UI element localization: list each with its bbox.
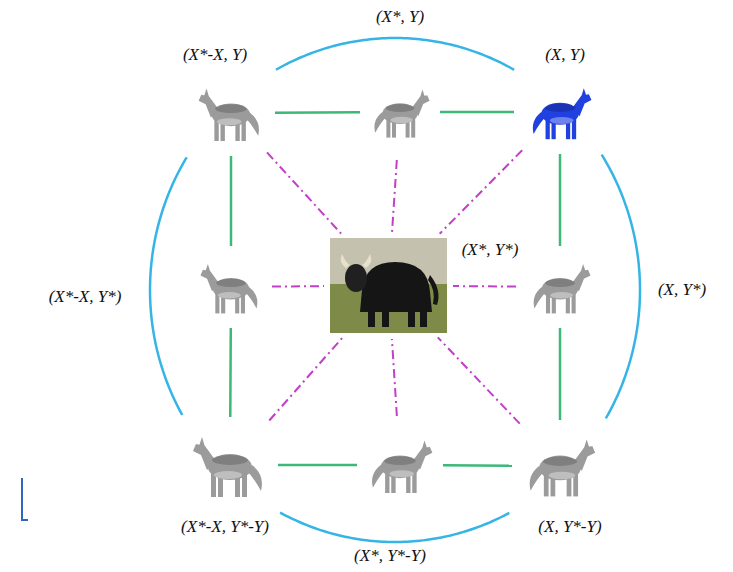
wolf bbox=[193, 437, 262, 497]
position-label: (X*, Y*-Y) bbox=[352, 546, 428, 566]
encircle-arc bbox=[150, 157, 187, 415]
fragment-mark bbox=[22, 478, 28, 520]
wolf-node: (X, Y) bbox=[522, 78, 598, 146]
yak-picture bbox=[330, 238, 447, 333]
neighbor-line bbox=[275, 111, 360, 114]
wolf-node: (X*, Y*-Y) bbox=[365, 422, 435, 508]
attack-line bbox=[267, 152, 341, 233]
yak-leg bbox=[382, 307, 389, 327]
prey-node: (X*, Y*) bbox=[330, 238, 447, 333]
encircle-arc bbox=[280, 513, 509, 542]
yak-body bbox=[360, 262, 432, 312]
wolf bbox=[534, 264, 591, 314]
wolf bbox=[199, 89, 259, 142]
wolf bbox=[200, 264, 257, 314]
position-label: (X*-X, Y*) bbox=[47, 287, 124, 307]
attack-line bbox=[269, 337, 342, 420]
position-label: (X*-X, Y) bbox=[181, 45, 249, 65]
neighbor-line bbox=[229, 328, 232, 417]
yak-horns bbox=[341, 254, 372, 268]
attack-line bbox=[392, 339, 397, 416]
encircle-arc bbox=[602, 155, 640, 419]
wolf bbox=[372, 441, 432, 494]
yak-leg bbox=[368, 305, 375, 327]
neighbor-line bbox=[278, 464, 357, 467]
leader-wolf bbox=[533, 88, 592, 139]
position-label: (X*, Y) bbox=[374, 7, 426, 27]
wolf bbox=[199, 89, 259, 142]
wolf-node: (X, Y*) bbox=[522, 254, 598, 320]
position-label: (X, Y*) bbox=[656, 280, 708, 300]
wolf-node: (X*-X, Y*) bbox=[196, 254, 266, 320]
attack-line bbox=[272, 285, 324, 287]
wolf-group bbox=[193, 88, 595, 497]
attack-line bbox=[453, 285, 516, 288]
position-label: (X, Y*-Y) bbox=[536, 517, 603, 537]
yak-head bbox=[345, 264, 367, 292]
wolf-node: (X*-X, Y) bbox=[195, 78, 267, 148]
neighbor-line bbox=[443, 464, 512, 467]
yak-leg bbox=[408, 307, 415, 327]
yak-leg bbox=[420, 305, 427, 327]
attack-line bbox=[438, 337, 520, 423]
position-label: (X, Y) bbox=[543, 45, 587, 65]
wolf-node: (X*-X, Y*-Y) bbox=[190, 425, 270, 505]
wolf bbox=[374, 90, 429, 138]
yak-tail bbox=[428, 275, 438, 305]
neighbor-line bbox=[440, 111, 514, 114]
wolf-node: (X, Y*-Y) bbox=[520, 428, 600, 504]
encircle-arc bbox=[276, 38, 514, 70]
neighbor-line bbox=[559, 154, 562, 246]
wolf bbox=[193, 437, 262, 497]
wolf bbox=[530, 439, 595, 496]
wolf-node: (X*, Y) bbox=[368, 70, 432, 154]
attack-line bbox=[440, 150, 523, 233]
attack-line bbox=[392, 160, 397, 232]
position-label: (X*-X, Y*-Y) bbox=[179, 517, 271, 537]
neighbor-line bbox=[559, 328, 562, 420]
wolf bbox=[200, 264, 257, 314]
position-label: (X*, Y*) bbox=[460, 240, 521, 260]
neighbor-line bbox=[230, 156, 233, 246]
